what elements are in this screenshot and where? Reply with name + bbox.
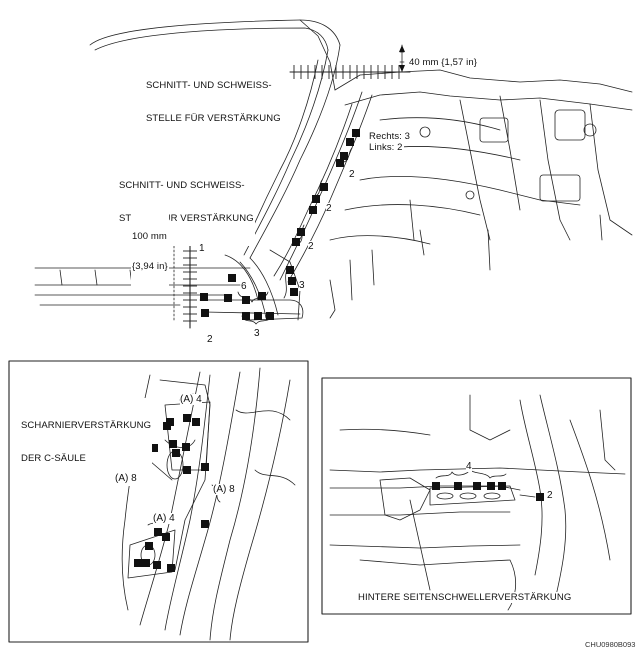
- cut-weld-label-left-line1: SCHNITT- UND SCHWEISS-: [119, 180, 245, 191]
- weld-spot-marker: [487, 482, 495, 490]
- weld-spot-marker: [201, 309, 209, 317]
- weld-count-label: 6: [241, 281, 247, 292]
- detail-weld-count: (A) 8: [115, 473, 137, 484]
- detail-weld-count: (A) 4: [180, 394, 202, 405]
- weld-spot-marker: [432, 482, 440, 490]
- weld-spot-marker: [286, 266, 294, 274]
- weld-count-label: 2: [326, 203, 332, 214]
- weld-spot-marker: [145, 542, 153, 550]
- detail-weld-count: (A) 4: [153, 513, 175, 524]
- weld-spot-marker: [167, 564, 175, 572]
- weld-spot-marker: [201, 520, 209, 528]
- c-pillar-hinge-reinforcement-label: SCHARNIERVERSTÄRKUNG DER C-SÄULE: [20, 398, 153, 486]
- weld-spot-marker: [224, 294, 232, 302]
- weld-spot-marker: [336, 159, 344, 167]
- weld-spot-marker: [228, 274, 236, 282]
- weld-spot-marker: [142, 559, 150, 567]
- weld-spot-marker: [340, 152, 348, 160]
- weld-spot-marker: [320, 183, 328, 191]
- dimension-100mm-inch: {3,94 in}: [132, 261, 168, 272]
- c-pillar-label-line2: DER C-SÄULE: [21, 453, 86, 464]
- weld-spot-marker: [183, 466, 191, 474]
- weld-spot-marker: [536, 493, 544, 501]
- weld-spot-marker: [288, 277, 296, 285]
- weld-count-label: 3: [299, 280, 305, 291]
- dimension-100mm: 100 mm {3,94 in}: [131, 212, 169, 292]
- detail-weld-count: (A) 8: [213, 484, 235, 495]
- detail-weld-count: 4: [466, 461, 472, 472]
- weld-spot-marker: [172, 449, 180, 457]
- weld-spot-marker: [242, 296, 250, 304]
- weld-spot-marker: [292, 238, 300, 246]
- c-pillar-label-line1: SCHARNIERVERSTÄRKUNG: [21, 420, 152, 431]
- weld-spot-marker: [192, 418, 200, 426]
- weld-count-label: 2: [349, 169, 355, 180]
- weld-spot-marker: [346, 138, 354, 146]
- weld-spot-marker: [254, 312, 262, 320]
- weld-spot-marker: [498, 482, 506, 490]
- weld-count-label: 2: [207, 334, 213, 345]
- weld-spot-marker: [200, 293, 208, 301]
- weld-spot-marker: [169, 440, 177, 448]
- weld-count-label: 1: [199, 243, 205, 254]
- cut-weld-label-top-line1: SCHNITT- UND SCHWEISS-: [146, 80, 272, 91]
- weld-spot-marker: [297, 228, 305, 236]
- weld-spot-marker: [473, 482, 481, 490]
- cut-weld-label-top: SCHNITT- UND SCHWEISS- STELLE FÜR VERSTÄ…: [145, 58, 282, 146]
- weld-spot-marker: [454, 482, 462, 490]
- weld-spot-marker: [201, 463, 209, 471]
- weld-spot-marker: [166, 418, 174, 426]
- dimension-40mm: 40 mm {1,57 in}: [408, 57, 479, 68]
- weld-spot-marker: [162, 533, 170, 541]
- weld-spot-marker: [290, 288, 298, 296]
- rechts-count: Rechts: 3: [368, 131, 412, 142]
- weld-spot-marker: [153, 561, 161, 569]
- weld-spot-marker: [309, 206, 317, 214]
- weld-count-label: 2: [308, 241, 314, 252]
- cut-weld-label-top-line2: STELLE FÜR VERSTÄRKUNG: [146, 113, 281, 124]
- weld-spot-marker: [183, 414, 191, 422]
- figure-code: CHU0980B093: [585, 640, 636, 649]
- weld-spot-marker: [182, 443, 190, 451]
- weld-spot-marker: [258, 292, 266, 300]
- links-count: Links: 2: [368, 142, 404, 153]
- weld-spot-marker: [266, 312, 274, 320]
- detail-weld-count: 2: [547, 490, 553, 501]
- weld-spot-marker: [134, 559, 142, 567]
- weld-count-label: 3: [254, 328, 260, 339]
- dimension-100mm-value: 100 mm: [132, 231, 167, 242]
- weld-spot-marker: [150, 444, 158, 452]
- weld-spot-marker: [154, 528, 162, 536]
- weld-spot-marker: [312, 195, 320, 203]
- rear-side-sill-reinforcement-label: HINTERE SEITENSCHWELLERVERSTÄRKUNG: [357, 592, 573, 603]
- weld-spot-marker: [242, 312, 250, 320]
- weld-spot-marker: [352, 129, 360, 137]
